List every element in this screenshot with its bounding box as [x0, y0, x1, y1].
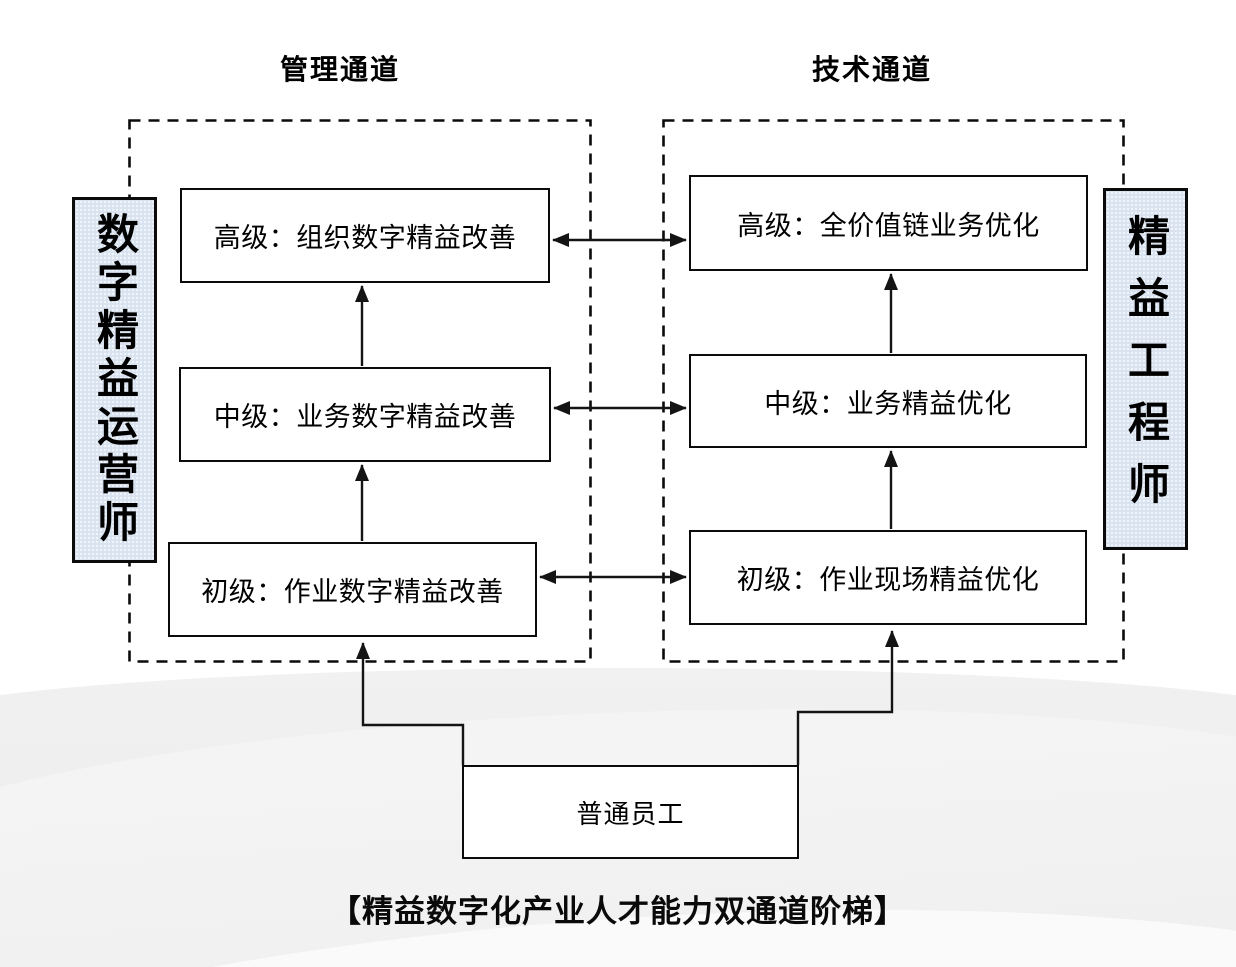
management-intermediate-label: 中级：业务数字精益改善 — [213, 402, 517, 432]
connector-employee-to-technical-junior-icon — [796, 630, 899, 765]
management-junior-label: 初级：作业数字精益改善 — [201, 577, 504, 607]
management-channel-header: 管理通道 — [279, 54, 400, 85]
technical-role-box: 精益工程师 — [1103, 188, 1188, 550]
technical-junior-level-box: 初级：作业现场精益优化 — [689, 530, 1087, 625]
management-intermediate-level-box: 中级：业务数字精益改善 — [179, 367, 551, 462]
management-role-label: 数字精益运营师 — [91, 212, 139, 548]
technical-senior-level-box: 高级：全价值链业务优化 — [689, 175, 1088, 271]
technical-senior-label: 高级：全价值链业务优化 — [737, 210, 1040, 241]
management-senior-label: 高级：组织数字精益改善 — [213, 223, 517, 253]
technical-intermediate-level-box: 中级：业务精益优化 — [689, 354, 1087, 448]
management-senior-level-box: 高级：组织数字精益改善 — [180, 188, 550, 283]
connector-employee-to-management-junior-icon — [356, 642, 465, 765]
technical-intermediate-label: 中级：业务精益优化 — [764, 388, 1012, 419]
management-role-box: 数字精益运营师 — [72, 197, 157, 563]
technical-junior-label: 初级：作业现场精益优化 — [736, 565, 1040, 595]
technical-channel-header: 技术通道 — [811, 54, 932, 85]
technical-role-label: 精益工程师 — [1122, 214, 1170, 524]
management-junior-level-box: 初级：作业数字精益改善 — [168, 542, 537, 637]
